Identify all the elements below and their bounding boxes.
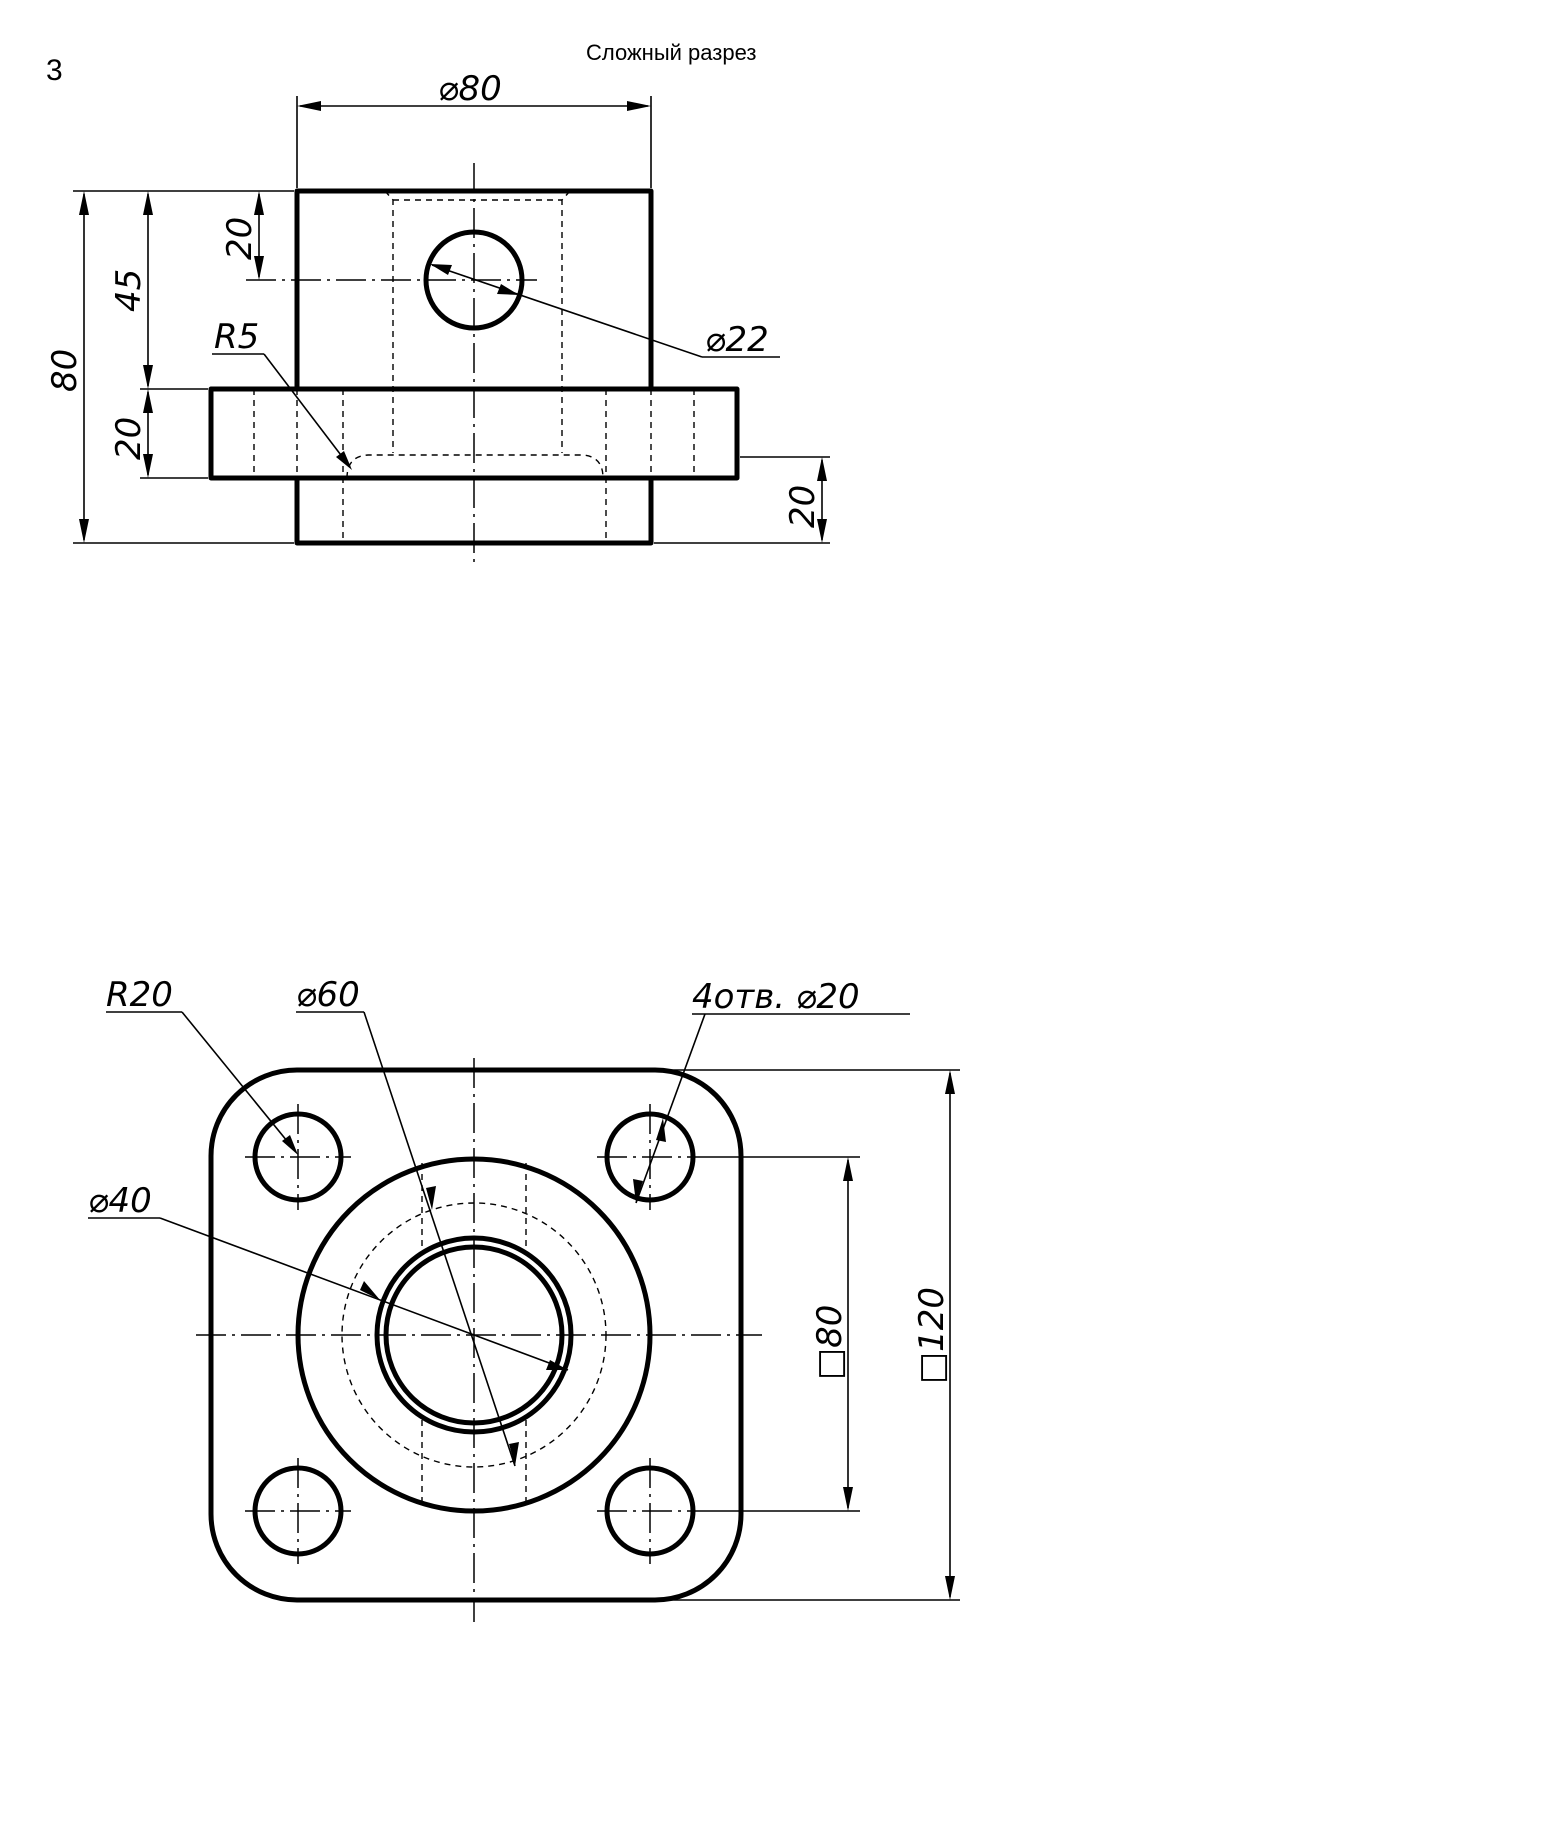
top-extension-lines	[650, 1069, 960, 1601]
dimension-sq80: □80	[810, 1157, 853, 1511]
dimension-text-h20-top: 20	[220, 217, 260, 260]
top-hidden-lines	[421, 1163, 527, 1507]
dimension-text-dia80: ⌀80	[438, 69, 502, 109]
dimension-r20: R20	[106, 975, 298, 1155]
page-title: Сложный разрез	[586, 40, 757, 65]
dimension-text-r5: R5	[214, 317, 259, 357]
page-number: 3	[46, 54, 63, 87]
dimension-text-dia22: ⌀22	[705, 320, 769, 360]
dimension-h80: 80	[45, 191, 89, 543]
dimension-h45: 45	[109, 191, 153, 389]
dimension-dia60: ⌀60	[296, 975, 519, 1467]
dimension-text-holes: 4отв. ⌀20	[692, 977, 860, 1017]
dimension-dia40: ⌀40	[88, 1181, 569, 1371]
dimension-text-r20: R20	[106, 975, 173, 1015]
dimension-text-sq120: □120	[912, 1287, 952, 1384]
dimension-sq120: □120	[912, 1070, 955, 1600]
dimension-dia22: ⌀22	[430, 264, 780, 360]
dimension-text-sq80: □80	[810, 1305, 850, 1380]
top-centerlines	[196, 1058, 762, 1622]
dimension-text-h45: 45	[109, 269, 149, 312]
front-extension-lines	[73, 96, 830, 544]
dimension-text-dia40: ⌀40	[88, 1181, 152, 1221]
dimension-text-h20-flange: 20	[109, 417, 149, 460]
dimension-text-h80: 80	[45, 349, 85, 392]
top-view: □120 □80 R20 ⌀60 4отв. ⌀20	[88, 975, 960, 1622]
dimension-r5: R5	[212, 317, 352, 470]
front-view: ⌀80 80 45 20 20	[45, 69, 830, 568]
dimension-text-h20-right: 20	[783, 485, 823, 528]
dimension-dia80: ⌀80	[297, 69, 651, 111]
dimension-h20-top: 20	[220, 191, 264, 280]
dimension-h20-right: 20	[783, 457, 827, 543]
dimension-holes: 4отв. ⌀20	[633, 977, 910, 1204]
dimension-h20-flange: 20	[109, 389, 153, 478]
dimension-text-dia60: ⌀60	[296, 975, 360, 1015]
